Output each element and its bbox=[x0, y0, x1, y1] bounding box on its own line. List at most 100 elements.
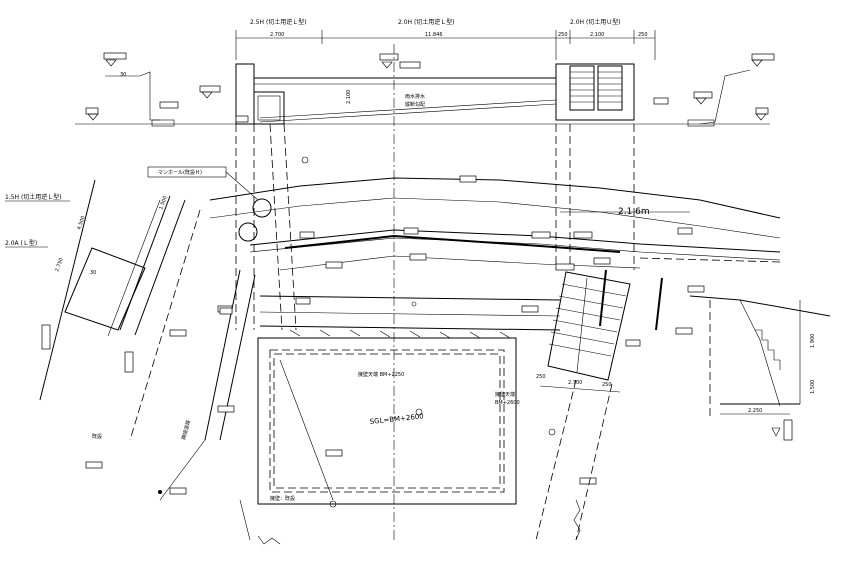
right-foot bbox=[687, 119, 715, 127]
stair-block-b bbox=[597, 65, 623, 111]
manhole bbox=[252, 198, 272, 218]
pond-right-label-1: 擁壁天端 bbox=[495, 391, 515, 398]
level-tag bbox=[399, 61, 421, 69]
left-slanted-walls bbox=[39, 179, 256, 501]
level-tag bbox=[379, 53, 399, 61]
right-steps bbox=[755, 329, 781, 370]
pond-dashed-1 bbox=[269, 349, 505, 493]
level-tag bbox=[459, 175, 477, 183]
level-tag bbox=[235, 115, 249, 123]
left-foot bbox=[151, 119, 175, 127]
survey-point bbox=[415, 408, 423, 416]
level-tag bbox=[579, 477, 597, 485]
right-dim-1900: 1.900 bbox=[810, 334, 816, 348]
lower-dash-1 bbox=[535, 379, 577, 541]
lower-line bbox=[239, 499, 251, 541]
stair-rail bbox=[655, 277, 663, 331]
stair-treads bbox=[570, 71, 622, 103]
stairs-plan-treads bbox=[548, 277, 627, 373]
level-tag bbox=[653, 97, 669, 105]
level-tag bbox=[573, 231, 593, 239]
level-tag bbox=[85, 107, 99, 115]
right-slope-profile bbox=[699, 69, 751, 125]
stair-dim-250-b: 250 bbox=[602, 382, 612, 388]
survey-point bbox=[329, 500, 337, 508]
drain-channel bbox=[284, 234, 621, 253]
dim-right-text: 2.100 bbox=[590, 32, 604, 38]
manhole bbox=[238, 222, 258, 242]
lower-dash-2 bbox=[575, 383, 613, 541]
level-tag bbox=[409, 253, 427, 261]
level-tag bbox=[403, 227, 419, 235]
dim-left-text: 2.700 bbox=[270, 32, 284, 38]
level-tag bbox=[217, 405, 235, 413]
level-tag bbox=[325, 261, 343, 269]
level-tag bbox=[85, 461, 103, 469]
level-tag bbox=[41, 324, 51, 350]
dim-250-b-text: 250 bbox=[638, 32, 648, 38]
left-note-2: 隣接道路 bbox=[180, 419, 192, 440]
left-label-2: 2.0A (Ｌ型) bbox=[5, 239, 37, 247]
dim-250-a-text: 250 bbox=[558, 32, 568, 38]
slope-line bbox=[259, 99, 557, 119]
construction-lines bbox=[235, 44, 635, 540]
survey-point bbox=[158, 490, 162, 494]
level-tag bbox=[555, 263, 575, 271]
left-label-1: 1.5H (切土用逆Ｌ型) bbox=[5, 193, 62, 201]
wall-footing-left bbox=[253, 91, 285, 125]
pond-right-label-2: BM+2600 bbox=[495, 400, 520, 406]
stair-dim-line bbox=[539, 385, 621, 393]
left-dim-4500: 4.500 bbox=[76, 215, 87, 231]
drain-note: 雨水排水 bbox=[405, 93, 425, 100]
profile-section: 2.5H (切土用逆Ｌ型) 2.0H (切土用逆Ｌ型) 2.0H (切土用Ｕ型)… bbox=[75, 18, 775, 127]
level-tag bbox=[199, 85, 221, 93]
road-line-1 bbox=[249, 229, 781, 253]
survey-point bbox=[301, 156, 309, 164]
leader-line bbox=[279, 359, 334, 501]
level-tag bbox=[593, 257, 611, 265]
survey-point bbox=[411, 301, 417, 307]
pond-sgl-label: SGL=BM+2600 bbox=[369, 412, 424, 426]
slope-note: 縦断勾配 bbox=[405, 101, 425, 108]
top-note: マンホール(既設Ｈ) bbox=[158, 169, 202, 176]
left-dim-2750: 2.750 bbox=[54, 257, 65, 273]
break-line bbox=[573, 499, 581, 541]
level-tag bbox=[159, 101, 179, 109]
boundary-top bbox=[209, 177, 781, 219]
level-tag bbox=[295, 297, 311, 305]
boundary-top-2 bbox=[209, 197, 781, 239]
plan-line-a bbox=[259, 295, 561, 301]
break-line-2 bbox=[257, 535, 281, 545]
left-dim-30: 30 bbox=[90, 270, 96, 276]
level-tag bbox=[169, 329, 187, 337]
dim-v-text: 2.100 bbox=[346, 90, 352, 104]
drain-arrows bbox=[289, 329, 511, 339]
level-tag bbox=[687, 285, 705, 293]
level-tag bbox=[783, 419, 793, 441]
wall-inner-left bbox=[257, 95, 281, 121]
level-marker bbox=[771, 427, 781, 437]
plan-line-c bbox=[259, 311, 561, 317]
pond-dashed-2 bbox=[273, 353, 501, 489]
pond-top-label: 擁壁天端 BM+2250 bbox=[358, 371, 404, 378]
level-tag bbox=[531, 231, 551, 239]
level-tag bbox=[299, 231, 315, 239]
level-tag bbox=[521, 305, 539, 313]
road-line-2 bbox=[249, 237, 781, 261]
section-left-label: 2.5H (切土用逆Ｌ型) bbox=[250, 18, 307, 26]
level-tag bbox=[219, 307, 233, 315]
stair-block-a bbox=[569, 65, 595, 111]
level-markers bbox=[87, 59, 767, 121]
stairs-plan bbox=[547, 271, 631, 381]
section-right-label: 2.0H (切土用Ｕ型) bbox=[570, 18, 621, 26]
dim-30-text: 30 bbox=[120, 72, 126, 78]
right-slope-top bbox=[689, 295, 831, 317]
level-tag bbox=[755, 107, 769, 115]
left-note-1: 既設 bbox=[92, 433, 102, 440]
right-dim-2250: 2.250 bbox=[748, 408, 762, 414]
left-slope-profile bbox=[105, 71, 160, 121]
retaining-wall-left bbox=[235, 63, 255, 125]
level-tag bbox=[693, 91, 713, 99]
level-tag bbox=[103, 52, 127, 60]
